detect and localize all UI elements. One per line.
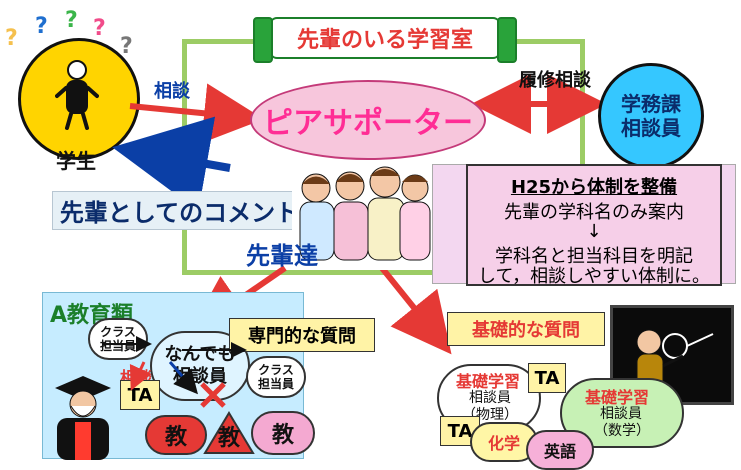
board-content (657, 326, 721, 376)
english-bubble: 英語 (526, 430, 594, 470)
senior-comment-text: 先輩としてのコメント (59, 199, 300, 227)
question-mark: ? (5, 26, 18, 51)
kyou-ellipse-3: 教 (251, 411, 315, 455)
triangle-icon: 教 (203, 411, 255, 454)
seniors-illustration (292, 164, 434, 270)
system-note: H25から体制を整備 先輩の学科名のみ案内 ↓ 学科名と担当科目を明記 して，相… (466, 164, 722, 287)
learning-room-title-text: 先輩のいる学習室 (296, 28, 473, 53)
physics-body: 相談員 (469, 390, 511, 406)
academic-affairs-label: 学務課 相談員 (621, 92, 681, 140)
class-staff-2: クラス 担当員 (246, 356, 306, 398)
academic-affairs-circle: 学務課 相談員 (598, 63, 704, 169)
math-body: 相談員 (600, 406, 642, 422)
note-line-5: して，相談しやすい体制に。 (477, 266, 711, 287)
student-label: 学生 (56, 149, 96, 173)
class-staff-1-text: クラス 担当員 (99, 325, 136, 353)
student-figure (55, 58, 99, 130)
specialist-question-label: 専門的な質問 (229, 318, 375, 352)
consult-label: 相談 (154, 81, 190, 102)
kyou-text-2: 教 (218, 425, 241, 451)
bottom-left-arrows (102, 336, 247, 408)
note-line-4: 学科名と担当科目を明記 (495, 246, 693, 267)
ta-badge-right-2: TA (440, 416, 480, 446)
math-title: 基礎学習 (585, 388, 650, 407)
learning-room-title: 先輩のいる学習室 (253, 17, 517, 63)
note-line-1: H25から体制を整備 (510, 177, 678, 198)
professor-illustration (45, 370, 120, 461)
chemistry-bubble: 化学 (470, 422, 538, 462)
kyou-triangle: 教 (203, 411, 255, 455)
ta-badge-right-2-text: TA (447, 420, 473, 442)
math-sub: （数学） (594, 423, 650, 439)
board-doodle-icon (662, 333, 714, 359)
basic-question-text: 基礎的な質問 (472, 320, 580, 341)
chemistry-text: 化学 (487, 434, 520, 453)
question-mark: ? (65, 8, 78, 33)
student-icon (55, 60, 99, 130)
class-staff-1: クラス 担当員 (88, 318, 148, 360)
professor-icon (55, 376, 111, 460)
note-line-2: 先輩の学科名のみ案内 (504, 202, 684, 223)
people-group-icon (292, 164, 434, 270)
peer-supporter-text: ピアサポーター (263, 106, 473, 141)
kyou-ellipse-1: 教 (145, 415, 207, 455)
english-text: 英語 (543, 442, 576, 461)
curriculum-consult-label: 履修相談 (519, 70, 591, 91)
kyou-text-1: 教 (164, 425, 187, 450)
note-line-3: ↓ (586, 221, 602, 242)
basic-question-label: 基礎的な質問 (447, 312, 605, 346)
physics-title: 基礎学習 (456, 372, 521, 391)
question-mark: ? (120, 34, 133, 59)
basic-consultant-math (560, 378, 684, 448)
question-mark: ? (93, 16, 106, 41)
arrow-peer-to-student (112, 116, 231, 212)
arrow-senpai-to-basic (379, 266, 452, 355)
arrow-student-to-peer (129, 83, 264, 144)
specialist-question-text: 専門的な質問 (248, 326, 356, 347)
question-mark: ? (35, 14, 48, 39)
ta-badge-right-1-text: TA (534, 367, 560, 389)
seniors-label: 先輩達 (246, 242, 318, 270)
ta-badge-right-1: TA (528, 363, 566, 393)
senior-comment: 先輩としてのコメント (52, 191, 307, 230)
question-marks: ? ? ? ? ? (5, 8, 145, 59)
class-staff-2-text: クラス 担当員 (257, 363, 294, 391)
peer-supporter: ピアサポーター (250, 80, 486, 160)
kyou-text-3: 教 (271, 423, 294, 448)
